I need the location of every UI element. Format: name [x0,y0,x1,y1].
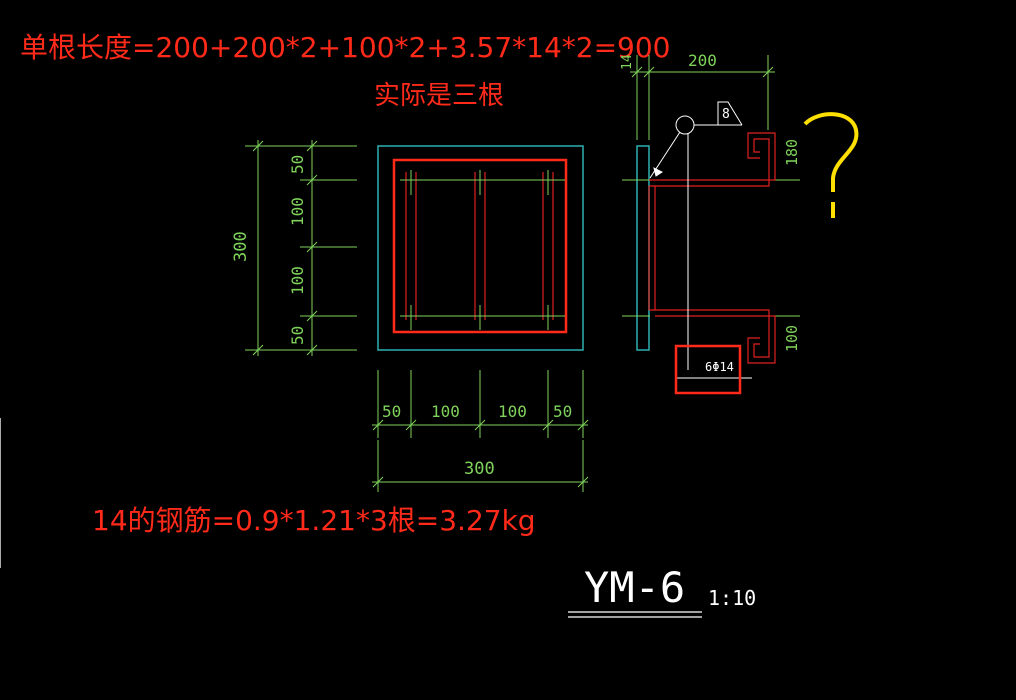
bottom-segment-1: 50 [382,402,401,421]
front-view: 300 50 100 100 50 50 100 100 50 300 [231,140,589,492]
weld-flag-icon: 8 [717,101,743,126]
left-segment-1: 50 [288,155,307,174]
actual-count-note: 实际是三根 [374,81,504,111]
drawing-scale: 1:10 [708,586,756,610]
weld-symbol-label: 8 [722,107,730,122]
width-dim-label: 300 [464,459,495,479]
rebar-label-highlight [674,344,742,395]
side-rebar [648,132,776,364]
left-segment-4: 50 [288,326,307,345]
weight-formula-note: 14的钢筋=0.9*1.21*3根=3.27kg [92,504,536,537]
rebar-label: 6Φ14 [705,360,734,374]
rebar-highlight-box [392,158,568,334]
title-block: YM-6 1:10 [568,563,756,618]
front-grid-lines [245,140,589,492]
length-formula-note: 单根长度=200+200*2+100*2+3.57*14*2=900 [20,31,671,64]
top-hook-dim: 180 [783,139,801,166]
left-segment-3: 100 [288,266,307,295]
side-view: 8 6Φ14 200 14 180 100 [620,51,801,395]
height-dim-label: 300 [231,231,251,262]
drawing-name: YM-6 [584,563,685,612]
bottom-segment-4: 50 [553,402,572,421]
embedded-plate-outline [377,145,584,351]
leader-circle [675,115,695,135]
left-segment-2: 100 [288,197,307,226]
bottom-segment-2: 100 [431,402,460,421]
bottom-hook-dim: 100 [783,325,801,352]
side-small-dim: 14 [620,54,635,70]
question-mark-icon [803,112,859,218]
front-rebars [405,172,554,320]
side-top-dim: 200 [688,51,717,70]
plate-side-outline [636,145,650,351]
bottom-segment-3: 100 [498,402,527,421]
